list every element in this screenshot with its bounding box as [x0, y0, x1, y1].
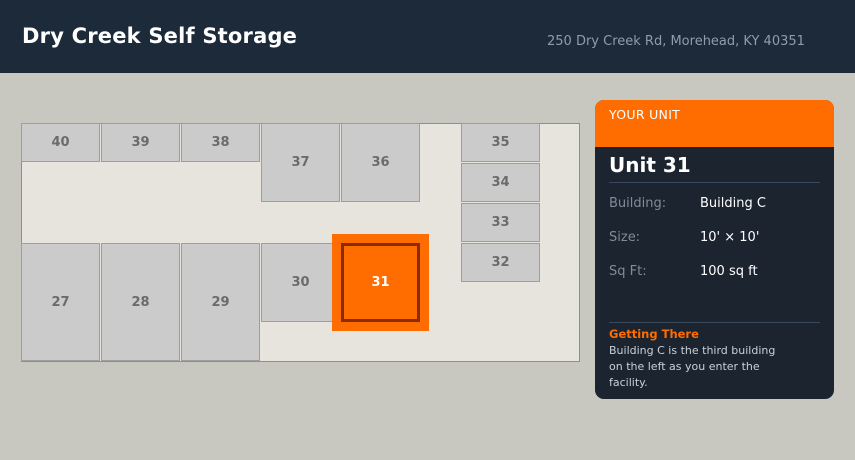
detail-value: 10' × 10': [700, 230, 760, 245]
detail-value: Building C: [700, 196, 766, 211]
directions-title: Getting There: [609, 327, 699, 341]
detail-label: Building:: [609, 196, 667, 211]
unit-name: Unit 31: [609, 153, 691, 177]
facility-address: 250 Dry Creek Rd, Morehead, KY 40351: [547, 34, 805, 49]
unit-37[interactable]: 37: [261, 123, 340, 202]
unit-number: 33: [491, 215, 510, 230]
directions-text: Building C is the third building on the …: [609, 344, 776, 389]
unit-27[interactable]: 27: [21, 243, 100, 361]
unit-35[interactable]: 35: [461, 123, 540, 162]
unit-29[interactable]: 29: [181, 243, 260, 361]
unit-34[interactable]: 34: [461, 163, 540, 202]
unit-number: 38: [211, 135, 230, 150]
unit-40[interactable]: 40: [21, 123, 100, 162]
unit-30[interactable]: 30: [261, 243, 340, 322]
unit-number: 37: [291, 155, 310, 170]
unit-number: 28: [131, 294, 150, 310]
unit-39[interactable]: 39: [101, 123, 180, 162]
panel-header: YOUR UNIT: [595, 100, 834, 147]
unit-32[interactable]: 32: [461, 243, 540, 282]
divider: [609, 322, 820, 323]
unit-number: 40: [51, 135, 70, 150]
unit-number: 30: [291, 275, 310, 290]
unit-number: 29: [211, 294, 230, 310]
site-header: Dry Creek Self Storage 250 Dry Creek Rd,…: [0, 0, 855, 73]
unit-number: 31: [371, 275, 390, 290]
unit-33[interactable]: 33: [461, 203, 540, 242]
detail-label: Size:: [609, 230, 641, 245]
unit-36[interactable]: 36: [341, 123, 420, 202]
facility-title: Dry Creek Self Storage: [22, 24, 298, 48]
divider: [609, 182, 820, 183]
unit-number: 35: [491, 135, 510, 150]
unit-number: 32: [491, 255, 510, 270]
panel-kicker: YOUR UNIT: [609, 107, 681, 122]
unit-38[interactable]: 38: [181, 123, 260, 162]
detail-label: Sq Ft:: [609, 264, 647, 279]
unit-28[interactable]: 28: [101, 243, 180, 361]
unit-number: 27: [51, 294, 70, 310]
unit-number: 36: [371, 155, 390, 170]
unit-info-panel: YOUR UNIT Unit 31 Building: Building C S…: [595, 100, 834, 399]
facility-map: 30 29 28 27 32 33 34 35 36 37 38 39 40 31: [21, 123, 580, 362]
unit-number: 39: [131, 135, 150, 150]
detail-value: 100 sq ft: [700, 264, 758, 279]
unit-number: 34: [491, 175, 510, 190]
unit-31[interactable]: 31: [341, 243, 420, 322]
